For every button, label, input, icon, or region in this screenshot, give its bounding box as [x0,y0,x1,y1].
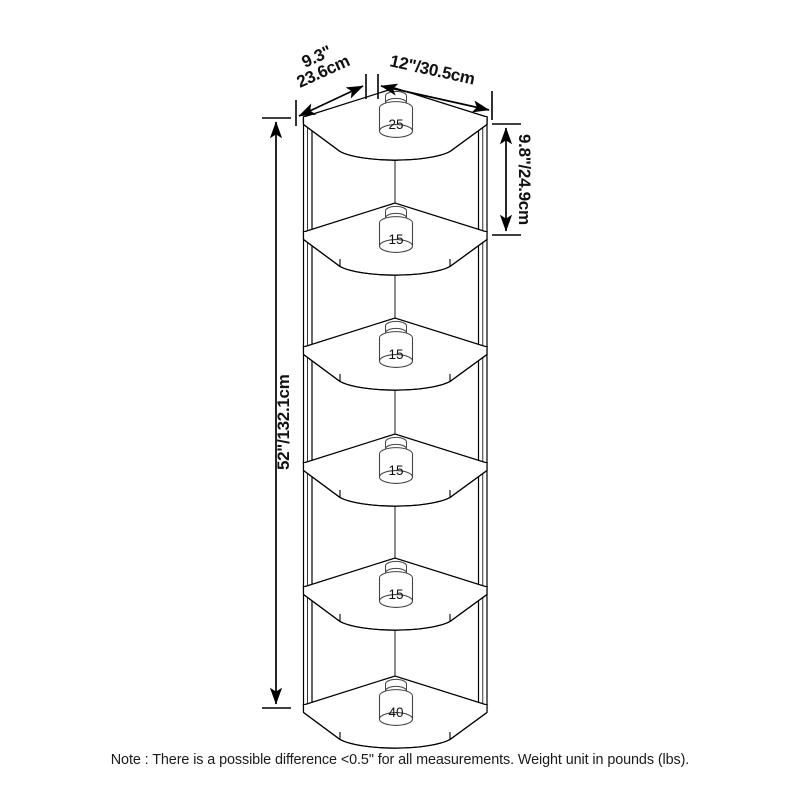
weight-value-shelf-2: 15 [388,232,403,247]
dimension-shelf-spacing-label: 9.8"/24.9cm [515,134,534,225]
dimension-height: 52"/132.1cm [262,117,293,709]
weight-icon-shelf-6: 40 [378,678,414,726]
weight-value-shelf-5: 15 [388,587,403,602]
weight-icon-shelf-5: 15 [378,560,414,608]
dimension-width-label: 12"/30.5cm [388,51,477,88]
measurement-note: Note : There is a possible difference <0… [110,752,690,768]
weight-value-shelf-4: 15 [388,463,403,478]
right-side-panel [477,115,488,718]
weight-value-shelf-6: 40 [388,705,403,720]
dimension-height-label: 52"/132.1cm [274,374,293,470]
weight-icon-shelf-4: 15 [378,436,414,484]
weight-value-shelf-3: 15 [388,347,403,362]
dimension-shelf-spacing: 9.8"/24.9cm [492,123,534,236]
weight-icon-shelf-3: 15 [378,320,414,368]
shelf-unit-body [302,87,489,749]
weight-value-shelf-1: 25 [388,117,403,132]
weight-icon-shelf-2: 15 [378,205,414,253]
left-side-panel [302,115,313,718]
